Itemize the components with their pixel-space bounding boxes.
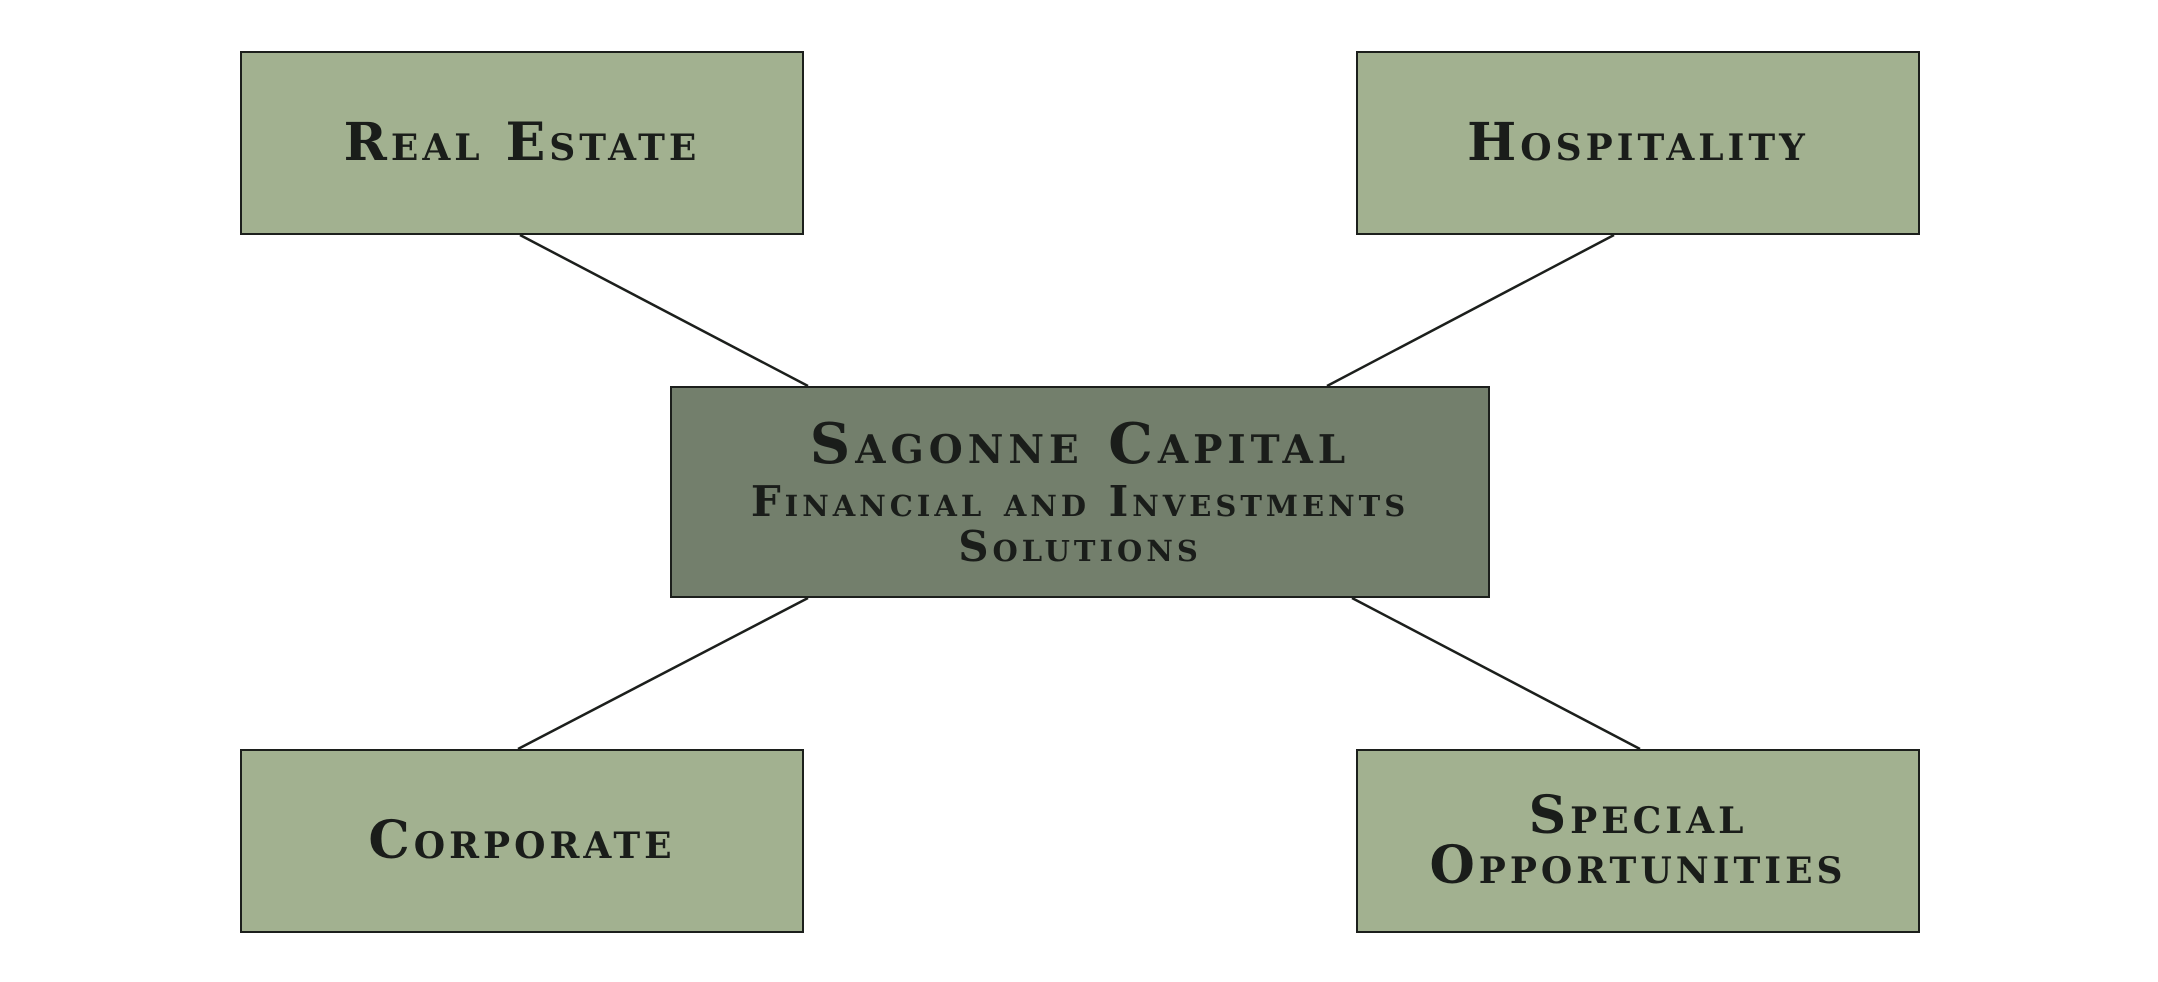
- branch-label-corporate: Corporate: [368, 810, 676, 871]
- branch-box-special-opportunities: Special Opportunities: [1356, 749, 1920, 933]
- connector-special-opportunities: [1351, 596, 1641, 751]
- center-box: Sagonne Capital Financial and Investment…: [670, 386, 1490, 598]
- branch-box-corporate: Corporate: [240, 749, 804, 933]
- connector-corporate: [517, 596, 809, 751]
- branch-label-special-opportunities: Special Opportunities: [1429, 785, 1847, 896]
- branch-label-hospitality: Hospitality: [1467, 112, 1809, 173]
- branch-box-hospitality: Hospitality: [1356, 51, 1920, 235]
- center-title: Sagonne Capital: [809, 411, 1351, 477]
- branch-label-real-estate: Real Estate: [343, 112, 701, 173]
- connector-hospitality: [1326, 233, 1615, 388]
- connector-real-estate: [519, 233, 809, 388]
- center-subtitle: Financial and Investments Solutions: [750, 477, 1410, 571]
- branch-box-real-estate: Real Estate: [240, 51, 804, 235]
